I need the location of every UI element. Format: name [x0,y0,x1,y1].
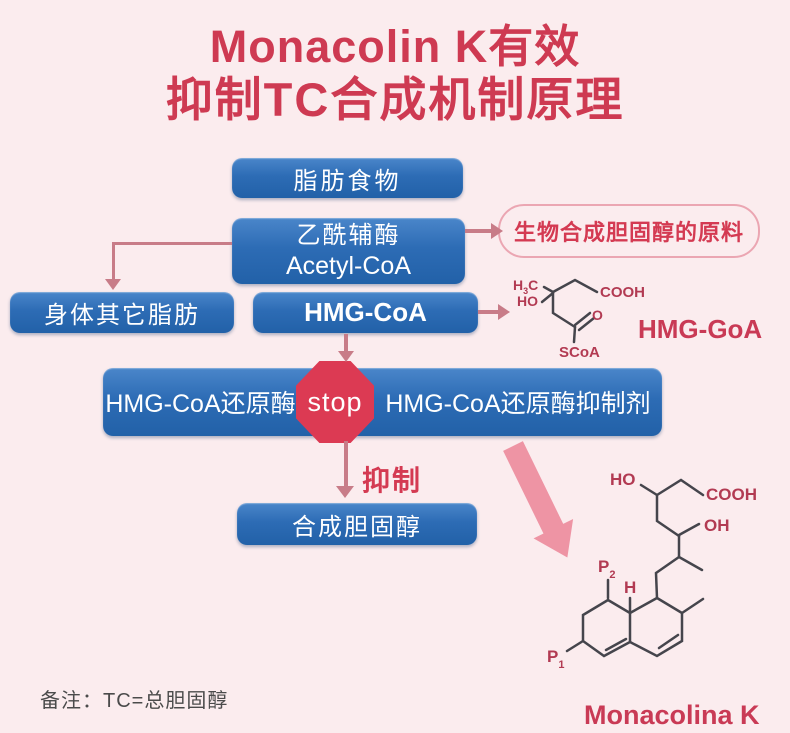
mk-double-bond-right [657,633,680,650]
mk-bond-chain-1 [655,493,681,538]
box-synthesize-cholesterol: 合成胆固醇 [237,503,477,545]
connector-acetyl-to-bodyfat-v [112,242,115,280]
mk-bond-methyl-1 [677,534,704,572]
connector-stop-to-synthesize [344,441,348,488]
mk-bond-to-cooh [655,478,705,497]
hmg-bond-ho [540,291,555,304]
ho-label: HO [517,293,538,309]
hmg-bond-to-cooh [551,278,599,294]
hmg-bond-down [551,290,577,329]
box-hmg-coa-label: HMG-CoA [304,297,427,327]
stop-sign-label: stop [307,386,363,417]
hmg-bond-h3c [542,285,555,294]
mk-p2-label: P2 [598,557,615,581]
connector-acetyl-to-bodyfat-h [112,242,232,245]
arrowhead-hmgcoa-down-icon [338,351,354,362]
o-label: O [592,307,603,323]
mk-ring-left [581,598,632,658]
hmg-bond-scoa [572,325,577,344]
mk-oh-label: OH [704,516,730,535]
box-reductase-label: HMG-CoA还原酶 [105,390,296,418]
box-reductase-bar: HMG-CoA还原酶 HMG-CoA还原酶抑制剂 [103,368,662,436]
page-title: Monacolin K有效 抑制TC合成机制原理 [0,20,790,126]
box-body-fat: 身体其它脂肪 [10,292,234,333]
hmg-bond-carbonyl-1 [573,311,592,327]
box-hmg-coa: HMG-CoA [253,292,478,333]
mk-h-label: H [624,578,636,597]
mk-ring-right [628,596,684,658]
box-fat-food: 脂肪食物 [232,158,463,198]
stop-sign: stop [296,361,374,443]
box-body-fat-label: 身体其它脂肪 [44,302,200,329]
mk-bond-ho [639,483,659,497]
box-synthesize-cholesterol-label: 合成胆固醇 [292,513,422,541]
arrowhead-to-rawmaterial-icon [491,223,503,239]
footnote: 备注：TC=总胆固醇 [40,690,229,712]
mk-bond-methyl-2 [680,597,705,615]
hmg-structure-name: HMG-GoA [638,314,763,344]
mk-bond-oh [677,522,701,537]
hmg-coa-structure: H3C HO COOH O SCoA [513,277,645,361]
box-raw-material: 生物合成胆固醇的原料 [498,204,760,258]
h3c-label: H3C [513,277,538,296]
page-title-line1: Monacolin K有效 [209,21,581,72]
arrowhead-to-synthesize-icon [336,486,354,498]
monacolin-k-structure: HO COOH OH P2 H P1 [547,470,757,671]
hmg-bond-carbonyl-2 [577,316,596,332]
mk-bond-chain-2 [654,555,681,600]
mk-ho-label: HO [610,470,636,489]
box-acetyl-coa-label-cn: 乙酰辅酶 [296,222,401,249]
box-raw-material-label: 生物合成胆固醇的原料 [513,220,744,245]
mk-bond-p1 [565,639,585,653]
arrowhead-to-structure-icon [498,304,510,320]
mk-cooh-label: COOH [706,485,757,504]
box-acetyl-coa-label-en: Acetyl-CoA [285,252,412,280]
arrowhead-to-bodyfat-icon [105,279,121,290]
scoa-label: SCoA [559,344,600,361]
page-title-line2: 抑制TC合成机制原理 [165,73,625,126]
monacolin-structure-name: Monacolina K [584,700,760,730]
box-inhibitor-label: HMG-CoA还原酶抑制剂 [385,390,651,418]
connector-hmgcoa-to-structure [478,310,500,314]
connector-acetyl-to-rawmaterial [465,229,493,233]
box-acetyl-coa: 乙酰辅酶 Acetyl-CoA [232,218,465,284]
cooh-label: COOH [600,284,645,301]
inhibit-label: 抑制 [362,465,423,496]
mk-double-bond-left [604,637,628,652]
box-fat-food-label: 脂肪食物 [293,167,402,195]
mk-p1-label: P1 [547,647,564,671]
connector-hmgcoa-down [344,334,348,353]
